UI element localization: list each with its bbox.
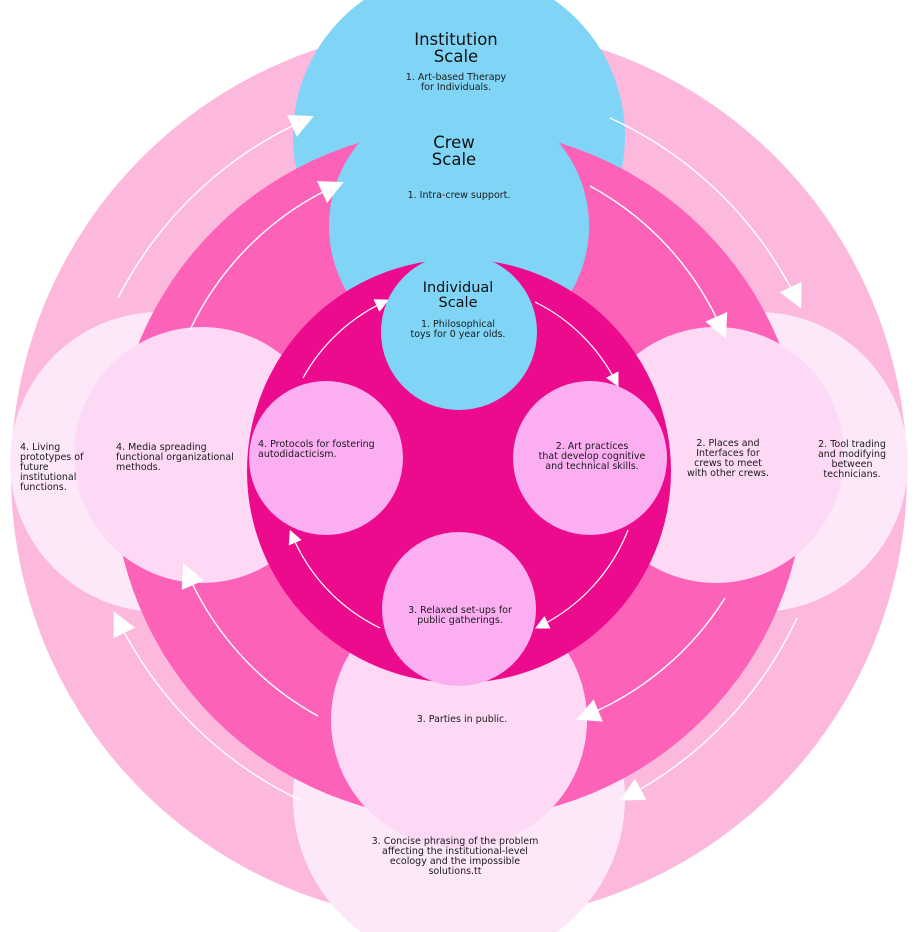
institution-item-1-line-1: 1. Art-based Therapy [406,72,507,83]
individual-item-1-line-1: 1. Philosophical [421,319,495,330]
institution-cycle-arrows [113,114,802,801]
individual-item-3-line-2: public gatherings. [417,615,503,626]
individual-item-2-line-2: that develop cognitive [539,451,646,462]
institution-item-3-line-3: ecology and the impossible [390,856,520,867]
svg-text:3. Parties in public.: 3. Parties in public. [417,714,508,725]
individual-item-2-line-1: 2. Art practices [556,441,629,452]
crew-item-3: 3. Parties in public. [417,714,508,725]
institution-item-3-line-4: solutions.tt [428,866,481,877]
crew-title-line-2: Scale [432,150,476,169]
individual-node-1 [381,254,537,410]
institution-item-4-line-3: future [20,462,49,473]
institution-item-4-line-1: 4. Living [20,442,60,453]
institution-item-2-line-1: 2. Tool trading [818,439,886,450]
crew-item-2-line-3: crews to meet [694,458,762,469]
institution-item-4-line-5: functions. [20,482,67,493]
crew-title-line-1: Crew [433,133,475,152]
institution-title-line-2: Scale [434,47,478,66]
crew-item-2-line-4: with other crews. [687,468,769,479]
institution-item-3-line-2: affecting the institutional-level [382,846,528,857]
individual-node-4 [249,381,403,535]
individual-item-2-line-3: and technical skills. [545,461,638,472]
crew-item-4-line-1: 4. Media spreading [116,442,207,453]
svg-text:1. Intra-crew support.: 1. Intra-crew support. [408,190,511,201]
institution-item-1-line-2: for Individuals. [421,82,491,93]
svg-text:3. Concise phrasing of the pro: 3. Concise phrasing of the problemaffect… [372,836,539,877]
individual-title-line-1: Individual [423,280,494,296]
individual-disc [247,259,671,683]
institution-item-2-line-4: technicians. [823,469,880,480]
crew-item-1: 1. Intra-crew support. [408,190,511,201]
crew-item-1-line-1: 1. Intra-crew support. [408,190,511,201]
individual-item-1-line-2: toys for 0 year olds. [411,329,506,340]
institution-item-2-line-2: and modifying [818,449,886,460]
individual-item-3-line-1: 3. Relaxed set-ups for [408,605,512,616]
institution-item-3-line-1: 3. Concise phrasing of the problem [372,836,539,847]
crew-item-2-line-2: Interfaces for [696,448,760,459]
crew-item-4-line-2: functional organizational [116,452,234,463]
individual-item-4-line-2: autodidacticism. [258,449,337,460]
crew-item-2-line-1: 2. Places and [696,438,759,449]
institution-item-2-line-3: between [831,459,872,470]
institution-title-line-1: Institution [414,30,498,49]
crew-item-4-line-3: methods. [116,462,161,473]
crew-item-3-line-1: 3. Parties in public. [417,714,508,725]
individual-node-2 [513,381,667,535]
crew-cycle-arrows [181,181,728,722]
institution-item-4-line-2: prototypes of [20,452,84,463]
individual-cycle-arrows [288,299,629,629]
institution-item-4-line-4: institutional [20,472,76,483]
individual-item-4-line-1: 4. Protocols for fostering [258,439,375,450]
individual-title-line-2: Scale [438,295,477,311]
individual-node-3 [382,532,536,686]
